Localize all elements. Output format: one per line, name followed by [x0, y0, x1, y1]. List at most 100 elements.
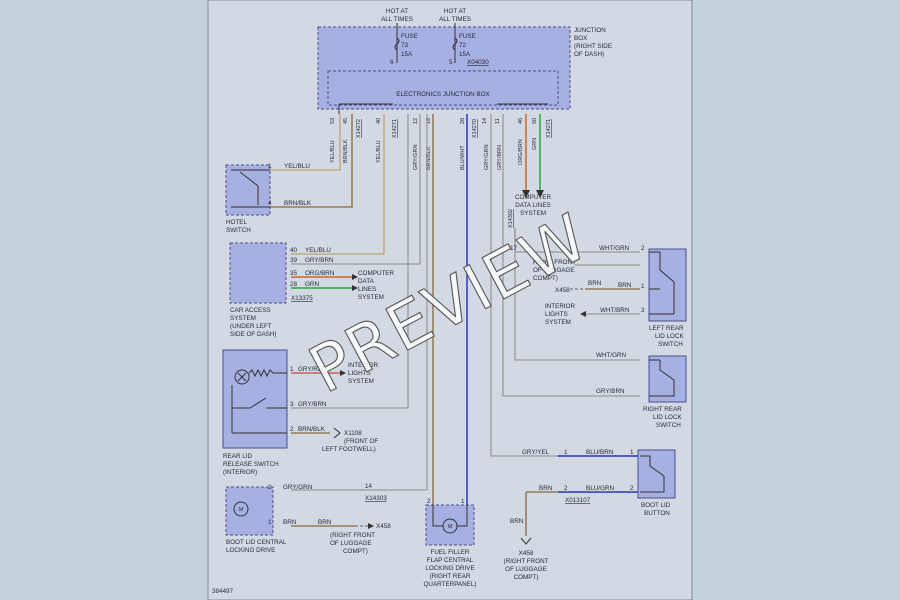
jb-pin-12: 12	[413, 118, 419, 124]
boot-drive-pin1: 1	[268, 519, 272, 526]
jb-wire-org-brn: ORG/BRN	[518, 139, 524, 165]
jb-conn-x14272: X14272	[356, 119, 362, 138]
boot-drive-ground-2: (RIGHT FRONT	[330, 532, 375, 539]
junction-box-label-1: JUNCTION	[574, 27, 606, 34]
car-access-wire-org-brn: ORG/BRN	[305, 270, 335, 277]
left-rear-lid-lock-switch: 2 1 3 WHT/GRN BRN WHT/BRN BRN X458 RIGHT…	[510, 245, 687, 348]
left-lock-dest-top-1: RIGHT FRONT	[533, 259, 576, 266]
jb-wire-grn: GRN	[532, 138, 538, 150]
rear-lid-lamp-cross	[237, 372, 247, 382]
left-lock-split-pin: 17	[510, 245, 518, 252]
car-access-dest-3: LINES	[358, 286, 376, 293]
jb-wire-gry-brn: GRY/BRN	[497, 145, 503, 170]
left-lock-label-1: LEFT REAR	[649, 325, 684, 332]
car-access-label-2: SYSTEM	[230, 315, 256, 322]
fuse-72-number: 72	[459, 42, 467, 49]
junction-box-label-3: (RIGHT SIDE	[574, 43, 612, 50]
arrow-org-brn	[352, 274, 358, 280]
fuse-72-rating: 15A	[459, 51, 471, 58]
fuel-filler-pin2: 2	[427, 498, 431, 505]
fuse-72-connector: X04030	[467, 59, 489, 66]
boot-button-ground-4: COMPT)	[514, 574, 539, 581]
jb-wire-gry-grn-2: GRY/GRN	[484, 144, 490, 170]
boot-drive-label-1: BOOT LID CENTRAL	[226, 539, 287, 546]
boot-lid-button: 1 1 2 2 GRY/YEL BLU/BRN BRN BLU/GRN X013…	[503, 449, 676, 581]
left-lock-dest-top-3: COMPT)	[533, 275, 558, 282]
jb-wire-blu-wht: BLU/WHT	[460, 145, 466, 170]
car-access-pin-40: 40	[290, 247, 298, 254]
fuel-filler-flap-drive: M 2 1 FUEL FILLER FLAP CENTRAL LOCKING D…	[424, 498, 477, 588]
car-access-label-4: SIDE OF DASH)	[230, 331, 277, 338]
jb-pin-11: 11	[495, 118, 501, 124]
wire-yel-blu-hotel	[291, 114, 341, 171]
hotel-switch-leads	[231, 169, 270, 208]
boot-drive-wire1b: BRN	[318, 519, 332, 526]
boot-button-ground-wire: BRN	[510, 518, 524, 525]
boot-drive-label-2: LOCKING DRIVE	[226, 547, 275, 554]
left-lock-pin3: 3	[641, 307, 645, 314]
left-lock-dest-bot-3: SYSTEM	[545, 319, 571, 326]
jb-pin-50: 50	[532, 118, 538, 124]
figure-id: 384497	[212, 588, 234, 595]
fuse-73-pin: 6	[390, 59, 394, 66]
hotel-switch-pin4: 4	[268, 200, 272, 207]
hotel-switch-label-2: SWITCH	[226, 227, 251, 234]
car-access-label-3: (UNDER LEFT	[230, 323, 272, 330]
right-rear-lid-lock-switch: WHT/GRN GRY/BRN RIGHT REAR LID LOCK SWIT…	[596, 352, 687, 429]
arrow-ground-x458-1	[368, 523, 374, 529]
boot-drive-ground-3: OF LUGGAGE	[330, 540, 372, 547]
hotel-switch-contact	[239, 171, 259, 205]
jb-conn-x14271b: X14271	[546, 119, 552, 138]
boot-drive-motor-m: M	[239, 507, 244, 513]
wire-yel-blu-car-access	[291, 114, 385, 255]
wire-brn-blk-hotel	[291, 114, 353, 208]
boot-button-label-2: BUTTON	[644, 510, 670, 517]
left-lock-box	[648, 248, 687, 322]
arrow-interior-lights-1	[340, 370, 346, 376]
fuse-73-title: FUSE	[401, 33, 418, 40]
car-access-dest-4: SYSTEM	[358, 294, 384, 301]
jb-pin-28: 28	[460, 118, 466, 124]
computer-data-top-2: DATA LINES	[515, 202, 550, 209]
fuel-filler-label-1: FUEL FILLER	[431, 549, 470, 556]
hot-at-all-times-2a: HOT AT	[444, 8, 466, 15]
jb-pin-46: 46	[518, 118, 524, 124]
junction-box-label-2: BOX	[574, 35, 588, 42]
rear-lid-label-1: REAR LID	[223, 453, 252, 460]
left-lock-ground-id: X458	[555, 287, 570, 294]
boot-button-ground-2: (RIGHT FRONT	[503, 558, 548, 565]
left-lock-wire-bot: WHT/BRN	[600, 307, 630, 314]
arrow-computer-2	[536, 190, 544, 198]
junction-box-pin-labels: 53 45 40 12 16 28 14 11 46 50 X14272 X14…	[330, 118, 552, 228]
jb-wire-yel-blu-2: YEL/BLU	[376, 140, 382, 163]
rear-lid-dest-2: LIGHTS	[348, 370, 371, 377]
left-lock-ground-brn: BRN	[588, 280, 602, 287]
left-lock-label-2: LID LOCK	[655, 333, 684, 340]
boot-drive-box	[225, 486, 274, 536]
rear-lid-box	[222, 349, 288, 449]
electronics-junction-box-label: ELECTRONICS JUNCTION BOX	[396, 91, 490, 98]
jb-pin-14: 14	[482, 118, 488, 124]
rear-lid-dest-1: INTERIOR	[348, 362, 379, 369]
fuse-73-number: 73	[401, 42, 409, 49]
fuse-72-title: FUSE	[459, 33, 476, 40]
left-lock-wire-top: WHT/GRN	[599, 245, 630, 252]
rear-lid-label-2: RELEASE SWITCH	[223, 461, 279, 468]
computer-data-top-3: SYSTEM	[520, 210, 546, 217]
jb-pin-53: 53	[330, 118, 336, 124]
car-access-connector: X13375	[291, 295, 313, 302]
junction-box: ELECTRONICS JUNCTION BOX JUNCTION BOX (R…	[317, 8, 612, 114]
left-lock-wire-mid: BRN	[618, 282, 632, 289]
left-lock-dest-bot-1: INTERIOR	[545, 303, 576, 310]
boot-button-ground-3: OF LUGGAGE	[505, 566, 547, 573]
boot-button-box	[637, 449, 676, 499]
rear-lid-pin2: 2	[290, 426, 294, 433]
boot-button-wire1a: GRY/YEL	[522, 449, 550, 456]
fuse-73-symbol	[394, 37, 400, 51]
jb-conn-x14271: X14271	[392, 119, 398, 138]
fuel-filler-label-4: (RIGHT REAR	[430, 573, 471, 580]
left-lock-label-3: SWITCH	[658, 341, 683, 348]
left-lock-dest-top-2: OF LUGGAGE	[533, 267, 575, 274]
right-lock-label-1: RIGHT REAR	[643, 406, 682, 413]
